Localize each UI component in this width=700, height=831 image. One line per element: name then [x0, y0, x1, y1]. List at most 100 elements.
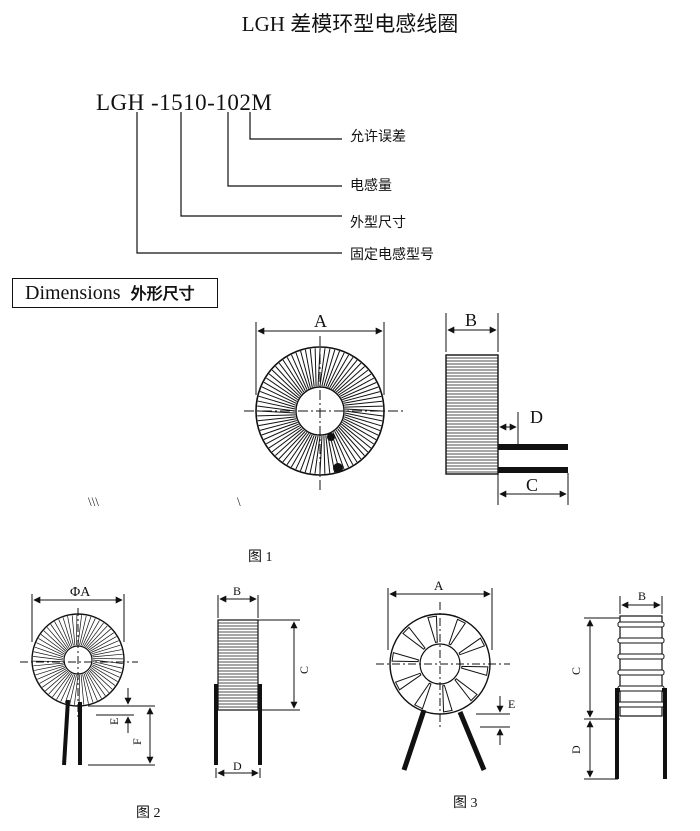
winding-line — [266, 377, 299, 401]
legend-size: 外型尺寸 — [350, 216, 406, 231]
winding-line — [92, 662, 122, 674]
winding-line — [67, 616, 74, 646]
winding-line — [64, 674, 76, 704]
winding-line — [258, 418, 297, 427]
winding-band — [427, 615, 438, 644]
figure1-lead-2 — [498, 467, 568, 473]
figure1-label-A: A — [314, 311, 327, 331]
winding-line — [332, 432, 349, 468]
winding-line — [268, 373, 299, 399]
winding-line — [71, 615, 76, 646]
winding-line — [257, 400, 296, 410]
winding-line — [344, 410, 383, 417]
winding-line — [33, 662, 64, 667]
winding-line — [87, 628, 111, 650]
winding-line — [69, 674, 77, 705]
winding-line — [268, 426, 302, 449]
winding-line — [34, 646, 64, 658]
winding-line — [89, 668, 113, 690]
side-winding-band — [617, 637, 665, 644]
winding-line — [86, 671, 102, 699]
winding-line — [259, 390, 296, 406]
winding-line — [334, 430, 354, 466]
winding-line — [344, 412, 383, 422]
winding-line — [327, 352, 345, 388]
winding-line — [334, 362, 362, 392]
winding-band — [448, 618, 466, 646]
winding-line — [344, 414, 382, 427]
winding-line — [275, 366, 302, 396]
figure2-label-C: C — [297, 666, 311, 674]
winding-line — [342, 386, 379, 401]
winding-line — [34, 664, 64, 671]
winding-line — [50, 624, 69, 650]
winding-line — [90, 640, 119, 653]
winding-line — [309, 435, 319, 474]
side-winding-band — [617, 669, 665, 676]
winding-line — [332, 359, 358, 390]
figure1-caption: 图 1 — [248, 550, 273, 565]
winding-line — [46, 627, 68, 651]
figure2-caption: 图 2 — [136, 806, 161, 821]
winding-line — [343, 395, 382, 404]
figure3-side-body — [619, 615, 663, 717]
winding-line — [90, 667, 116, 686]
winding-line — [337, 428, 362, 460]
winding-band — [394, 672, 422, 691]
stray-mark-1: \\\ — [88, 494, 99, 509]
winding-line — [342, 420, 377, 441]
winding-line — [295, 352, 310, 389]
legend-model: 固定电感型号 — [350, 248, 434, 263]
winding-line — [92, 649, 122, 656]
winding-line — [40, 634, 66, 653]
winding-line — [35, 665, 65, 676]
winding-line — [263, 381, 298, 402]
figure2-label-F: F — [130, 738, 144, 745]
winding-line — [36, 642, 64, 656]
figure2-front-view: ΦA E F — [20, 585, 155, 766]
winding-line — [82, 618, 96, 646]
winding-line — [335, 429, 358, 463]
winding-line — [339, 377, 375, 397]
winding-line — [88, 669, 110, 693]
winding-line — [79, 615, 87, 646]
figure3-lead-2 — [457, 711, 487, 771]
winding-line — [83, 673, 94, 703]
winding-band — [442, 684, 453, 713]
figure1-lead-1 — [498, 444, 568, 450]
winding-band — [391, 651, 419, 663]
winding-line — [337, 369, 369, 394]
winding-line — [295, 434, 313, 470]
winding-line — [299, 435, 315, 472]
figure1-label-C: C — [526, 475, 538, 495]
winding-line — [344, 400, 383, 406]
legend-inductance: 电感量 — [350, 179, 392, 194]
winding-line — [37, 667, 66, 680]
winding-line — [56, 673, 73, 700]
winding-band — [461, 665, 489, 677]
side-winding-band — [617, 621, 665, 628]
winding-line — [341, 382, 377, 399]
winding-line — [60, 674, 74, 702]
figure1-side-view: B D C — [445, 310, 569, 505]
winding-line — [304, 349, 313, 388]
figure3-label-E: E — [508, 697, 515, 711]
winding-line — [86, 625, 108, 649]
winding-line — [265, 425, 301, 445]
winding-band — [414, 682, 432, 710]
winding-line — [54, 621, 70, 649]
winding-line — [335, 366, 365, 393]
figure2-side-lead-2 — [258, 684, 262, 765]
side-winding-band — [617, 701, 665, 708]
winding-line — [304, 435, 317, 473]
side-winding-band — [617, 653, 665, 660]
winding-line — [271, 428, 303, 453]
winding-line — [263, 423, 299, 440]
winding-line — [314, 435, 321, 474]
winding-line — [282, 432, 308, 463]
figure1-label-B: B — [465, 310, 477, 330]
winding-line — [82, 674, 89, 704]
dimensions-label-zh: 外形尺寸 — [130, 284, 195, 303]
figure3-side-lead-1 — [615, 688, 620, 779]
